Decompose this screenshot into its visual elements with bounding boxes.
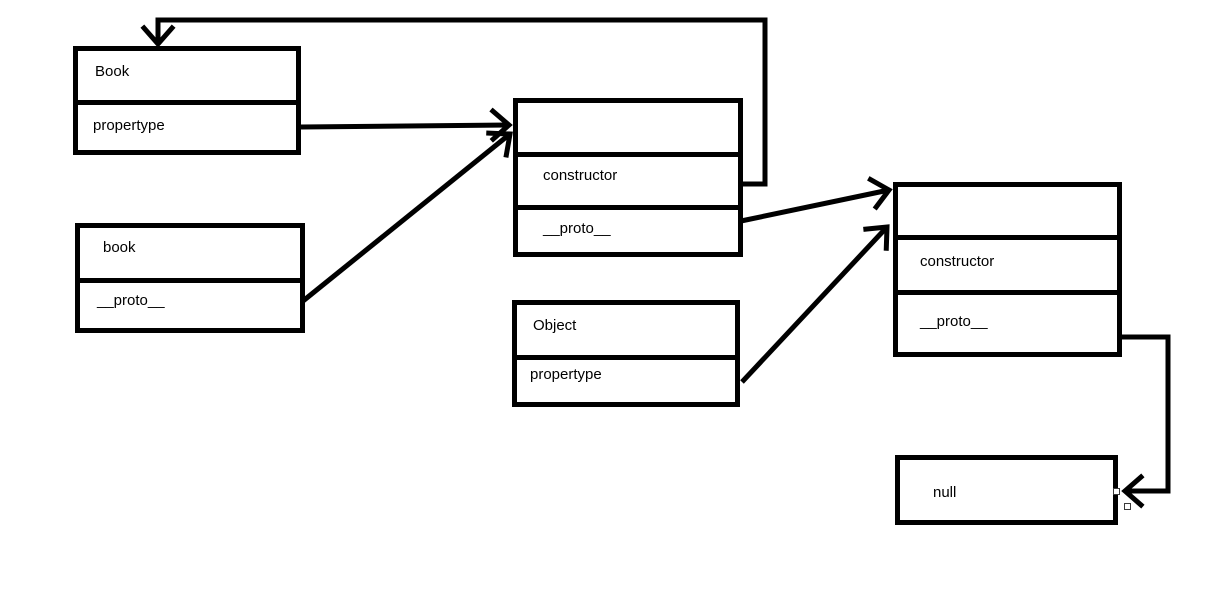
box-book-prototype: constructor __proto__: [513, 98, 743, 257]
selection-handle[interactable]: [1113, 488, 1120, 495]
edge-object-proto-to-null: [1120, 334, 1171, 509]
object-constructor-propertype-label: propertype: [530, 366, 602, 383]
object-prototype-constructor-label: constructor: [920, 253, 995, 270]
box-book-instance: book __proto__: [75, 223, 305, 333]
box-divider: [78, 100, 296, 105]
box-divider: [898, 290, 1117, 295]
box-object-constructor: Object propertype: [512, 300, 740, 407]
edge-book-proto-to-prototype: [301, 130, 513, 303]
box-divider: [518, 205, 738, 210]
edge-book-propertype-to-prototype: [300, 107, 513, 143]
selection-handle[interactable]: [1124, 503, 1131, 510]
book-constructor-name-label: Book: [95, 63, 130, 80]
book-instance-name-label: book: [103, 239, 136, 256]
box-divider: [517, 355, 735, 360]
object-constructor-name-label: Object: [533, 317, 577, 334]
edge-prototype-proto-to-object-prototype: [740, 176, 893, 224]
edge-constructor-to-book: [140, 17, 768, 187]
box-divider: [898, 235, 1117, 240]
book-prototype-proto-label: __proto__: [543, 220, 611, 237]
box-null: null: [895, 455, 1118, 525]
box-divider: [518, 152, 738, 157]
book-instance-proto-label: __proto__: [97, 292, 165, 309]
edge-object-propertype-to-prototype: [740, 224, 890, 384]
object-prototype-proto-label: __proto__: [920, 313, 988, 330]
book-constructor-propertype-label: propertype: [93, 117, 165, 134]
book-prototype-constructor-label: constructor: [543, 167, 618, 184]
box-book-constructor: Book propertype: [73, 46, 301, 155]
null-label: null: [933, 484, 957, 501]
box-object-prototype: constructor __proto__: [893, 182, 1122, 357]
box-divider: [80, 278, 300, 283]
